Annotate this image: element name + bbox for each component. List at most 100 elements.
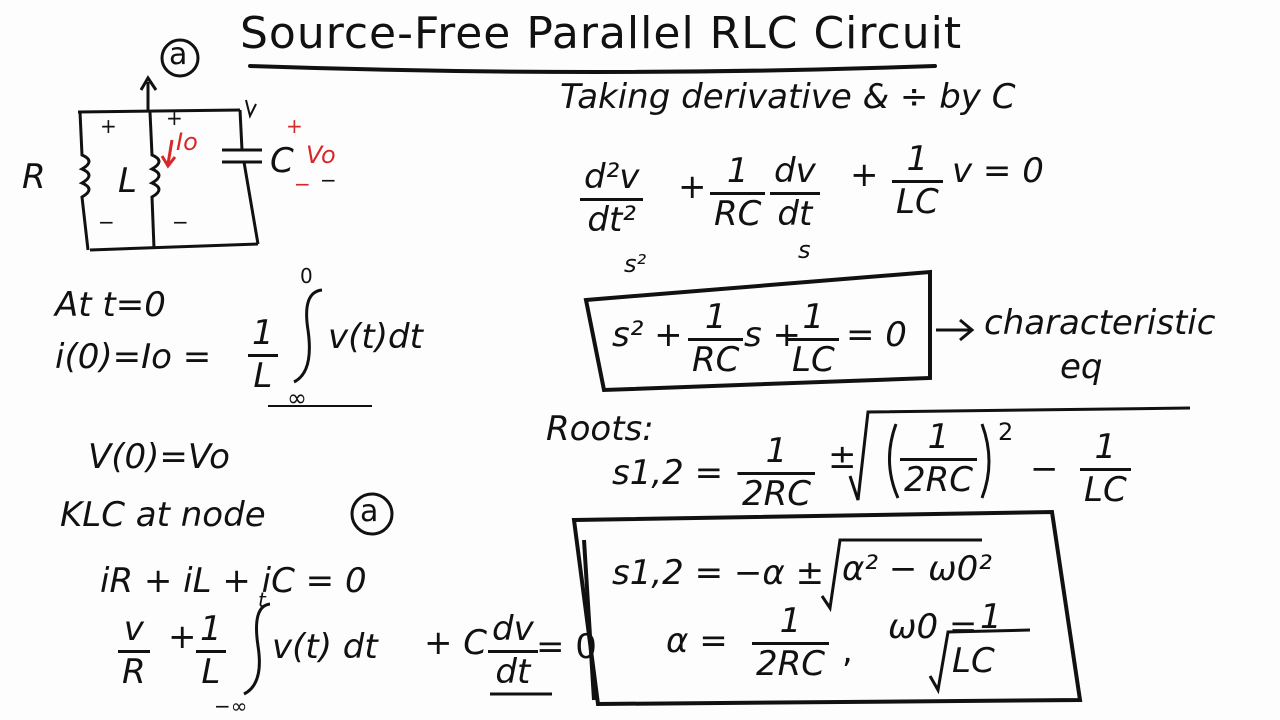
v-equals-zero: v = 0 [952,151,1044,191]
char-one-over-lc: 1 LC [788,297,839,380]
char-one-over-rc: 1 RC [688,297,744,380]
fraction-bar [248,353,278,357]
kcl-current-sum: iR + iL + iC = 0 [100,561,367,601]
squared-exponent: 2 [998,418,1014,446]
integral-lower-limit: ∞ [287,384,307,412]
s-annotation: s [798,236,811,264]
denominator: LC [792,339,835,380]
cap-plus-sign: + [286,114,303,138]
characteristic-label: characteristic [984,303,1216,343]
denominator: R [122,651,146,692]
l-plus-sign: + [166,106,183,130]
v-over-r-fraction: v R [118,609,150,692]
one-over-l-fraction: 1 L [248,313,278,396]
numerator: 1 [200,609,222,649]
one-over-rc-fraction: 1 RC [710,151,766,232]
plus-sign-2: + [850,155,879,195]
plus-minus-sign: ± [828,437,857,477]
roots-label: Roots: [546,409,654,449]
l-minus-sign: − [172,210,189,234]
char-s-term: s + [744,315,802,355]
numerator: 1 [765,431,788,471]
numerator: 1 [1094,427,1117,467]
denominator: 2RC [756,643,825,684]
numerator: dv [774,151,816,191]
numerator: 1 [726,151,749,191]
s-squared-annotation: s² [624,250,647,278]
denominator: L [253,355,273,396]
alpha-one-over-2rc: 1 2RC [752,603,829,684]
plus-sign: + [168,617,197,657]
dv-dt-fraction: dv dt [488,609,538,692]
roots-one-over-2rc: 1 2RC [738,431,815,514]
char-s2-term: s² + [612,315,683,355]
dv-dt-fraction-right: dv dt [770,151,820,234]
integral-upper-limit: 0 [300,264,313,288]
denominator: 2RC [742,473,811,514]
radicand-one-over-lc: 1 LC [1080,427,1131,510]
i0-equation-lhs: i(0)=Io = [55,337,212,377]
numerator: 1 [927,417,950,457]
page-title: Source-Free Parallel RLC Circuit [240,8,963,59]
capacitor-label: C [270,141,294,181]
v0-minus-sign: − [320,168,337,192]
denominator: 2RC [904,459,973,500]
at-t0-label: At t=0 [55,285,166,325]
numerator: 1 [802,297,825,337]
denominator: LC [896,181,939,222]
one-over-lc-fraction: 1 LC [892,139,943,222]
integral-upper-limit-2: t [258,588,266,612]
fraction-bar [118,649,150,653]
fraction-bar [892,179,943,183]
roots-s12-lhs: s1,2 = − [612,453,763,493]
denominator: LC [1084,469,1127,510]
fraction-bar [738,471,815,475]
cap-minus-sign: − [294,172,311,196]
numerator: 1 [252,313,274,353]
fraction-bar [900,457,977,461]
fraction-bar [752,641,829,645]
plus-sign-1: + [678,167,707,207]
equals-zero: = 0 [536,627,597,667]
integrand: v(t)dt [328,317,423,357]
fraction-bar [196,649,226,653]
fraction-bar [770,191,820,195]
d2v-dt2-fraction: d²v dt² [580,157,644,238]
omega-numerator: 1 [980,597,1002,637]
fraction-bar [1080,467,1131,471]
plus-c-term: + C [424,623,488,663]
numerator: dv [492,609,534,649]
derivation-step-label: Taking derivative & ÷ by C [560,77,1016,117]
kcl-heading: KLC at node [60,495,266,535]
integrand-2: v(t) dt [272,627,378,667]
characteristic-label-eq: eq [1060,347,1103,387]
v0-equation: V(0)=Vo [88,437,230,477]
inductor-label: L [118,161,137,201]
numerator: v [123,609,144,649]
numerator: 1 [906,139,929,179]
denominator: dt [777,193,813,234]
r-minus-sign: − [98,210,115,234]
denominator: RC [692,339,740,380]
numerator: 1 [704,297,727,337]
boxed-s12-lhs: s1,2 = −α ± [612,553,825,593]
minus-sign: − [1030,449,1059,489]
kcl-node-label: a [360,494,379,529]
fraction-bar [788,337,839,341]
radicand-one-over-2rc: 1 2RC [900,417,977,500]
fraction-bar [710,191,766,195]
denominator: L [201,651,221,692]
numerator: d²v [584,157,640,197]
fraction-bar [580,197,644,201]
denominator: dt [495,651,531,692]
